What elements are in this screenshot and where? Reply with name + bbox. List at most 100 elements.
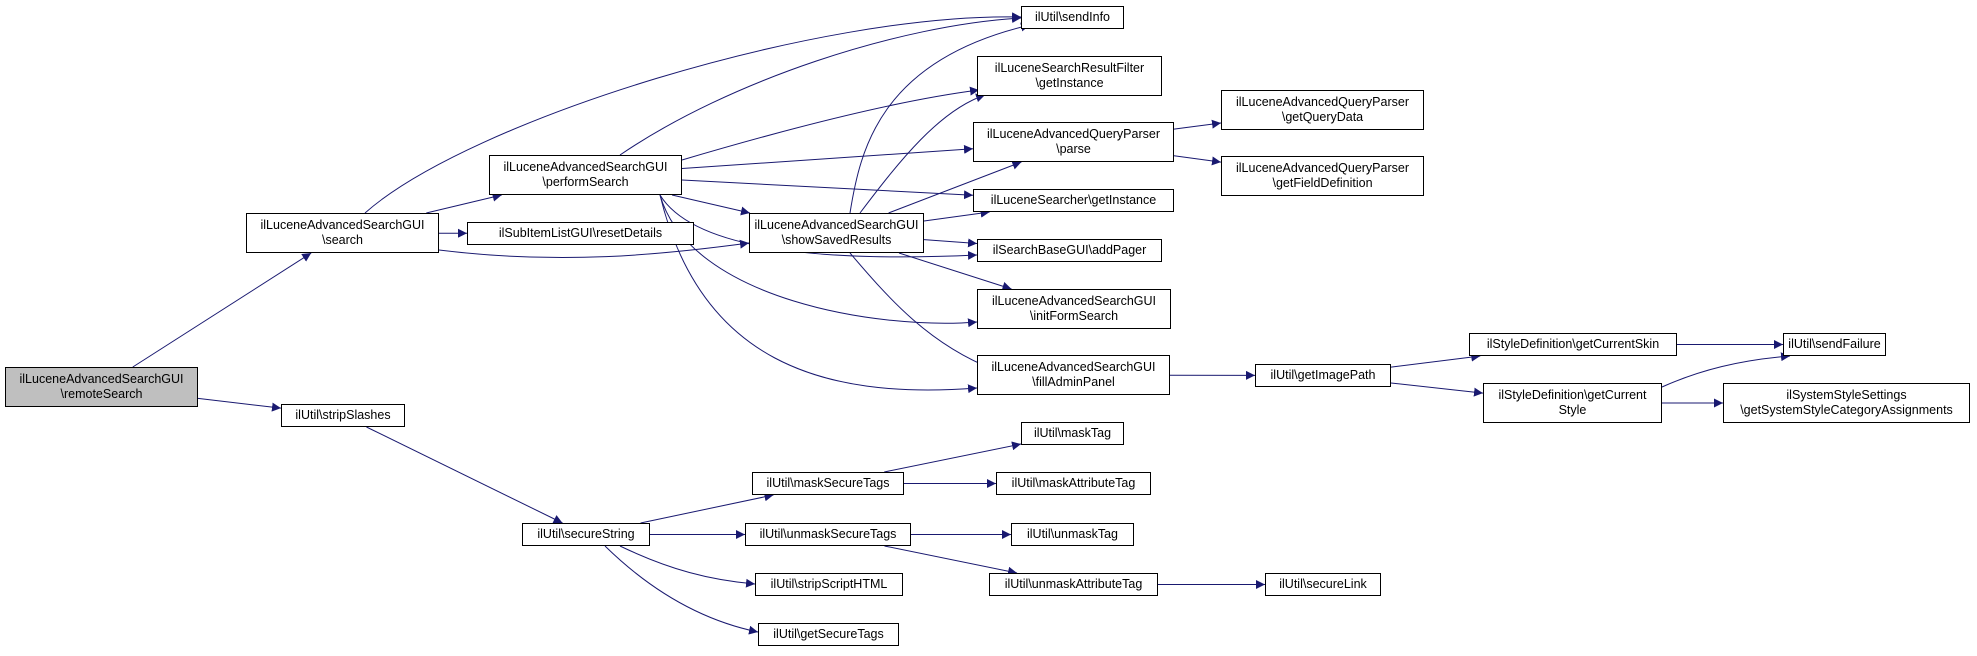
edge-getCurrentStyle-to-sendFailure <box>1661 352 1791 388</box>
node-label-line: ilLuceneAdvancedSearchGUI <box>19 372 184 386</box>
node-unmaskAttributeTag[interactable]: ilUtil\unmaskAttributeTag <box>989 573 1158 596</box>
node-search[interactable]: ilLuceneAdvancedSearchGUI\search <box>246 213 439 253</box>
node-label-line: \parse <box>1056 142 1091 156</box>
node-label-line: ilUtil\sendInfo <box>1034 10 1111 24</box>
node-label-line: ilLuceneAdvancedSearchGUI <box>754 218 919 232</box>
edge-remoteSearch-to-search <box>132 252 312 368</box>
edge-performSearch-to-sendInfo <box>619 14 1022 156</box>
node-addPager[interactable]: ilSearchBaseGUI\addPager <box>977 239 1162 262</box>
node-label-line: ilUtil\getImagePath <box>1270 368 1376 382</box>
edge-parse-to-getQueryData <box>1173 119 1222 130</box>
edge-unmaskSecureTags-to-unmaskAttributeTag <box>884 545 1018 576</box>
node-secureString[interactable]: ilUtil\secureString <box>522 523 650 546</box>
node-stripScriptHTML[interactable]: ilUtil\stripScriptHTML <box>755 573 903 596</box>
edge-showSavedResults-to-filterGetInstance <box>859 93 986 214</box>
node-label-line: ilUtil\secureString <box>537 527 635 541</box>
edge-maskSecureTags-to-maskTag <box>884 441 1022 473</box>
node-label-line: ilUtil\unmaskTag <box>1026 527 1118 541</box>
node-label-line: ilStyleDefinition\getCurrent <box>1498 388 1647 402</box>
node-initFormSearch[interactable]: ilLuceneAdvancedSearchGUI\initFormSearch <box>977 289 1171 329</box>
edge-performSearch-to-searcherGetInstance <box>681 179 974 200</box>
node-label-line: ilLuceneAdvancedQueryParser <box>1235 161 1410 175</box>
node-label-line: \fillAdminPanel <box>1032 375 1115 389</box>
edge-showSavedResults-to-searcherGetInstance <box>923 208 990 222</box>
node-label-line: ilUtil\getSecureTags <box>773 627 884 641</box>
edge-getImagePath-to-getCurrentSkin <box>1390 352 1481 368</box>
node-label-line: ilLuceneAdvancedSearchGUI <box>503 160 668 174</box>
node-label-line: ilLuceneAdvancedSearchGUI <box>260 218 425 232</box>
node-label-line: ilLuceneSearcher\getInstance <box>990 193 1157 207</box>
edge-search-to-sendInfo <box>364 12 1022 214</box>
node-maskTag[interactable]: ilUtil\maskTag <box>1021 422 1124 445</box>
node-label-line: ilLuceneAdvancedSearchGUI <box>991 360 1156 374</box>
node-getFieldDefinition[interactable]: ilLuceneAdvancedQueryParser\getFieldDefi… <box>1221 156 1424 196</box>
node-fillAdminPanel[interactable]: ilLuceneAdvancedSearchGUI\fillAdminPanel <box>977 355 1170 395</box>
node-filterGetInstance[interactable]: ilLuceneSearchResultFilter\getInstance <box>977 56 1162 96</box>
node-stripSlashes[interactable]: ilUtil\stripSlashes <box>281 404 405 427</box>
edge-search-to-showSavedResults <box>438 239 750 259</box>
node-showSavedResults[interactable]: ilLuceneAdvancedSearchGUI\showSavedResul… <box>749 213 924 253</box>
node-maskSecureTags[interactable]: ilUtil\maskSecureTags <box>752 472 904 495</box>
node-label-line: \performSearch <box>542 175 629 189</box>
node-sendFailure[interactable]: ilUtil\sendFailure <box>1783 333 1886 356</box>
edge-performSearch-to-showSavedResults <box>671 194 751 216</box>
edge-search-to-performSearch <box>426 192 502 214</box>
edge-showSavedResults-to-sendInfo <box>849 22 1031 214</box>
node-label-line: ilUtil\unmaskAttributeTag <box>1004 577 1143 591</box>
node-label-line: ilUtil\maskTag <box>1033 426 1112 440</box>
node-label-line: \getFieldDefinition <box>1272 176 1373 190</box>
node-unmaskTag[interactable]: ilUtil\unmaskTag <box>1011 523 1134 546</box>
node-searcherGetInstance[interactable]: ilLuceneSearcher\getInstance <box>973 189 1174 212</box>
edge-showSavedResults-to-initFormSearch <box>898 252 1012 291</box>
node-getImagePath[interactable]: ilUtil\getImagePath <box>1255 364 1391 387</box>
node-label-line: ilUtil\secureLink <box>1279 577 1367 591</box>
node-sendInfo[interactable]: ilUtil\sendInfo <box>1021 6 1124 29</box>
edge-secureString-to-getSecureTags <box>604 545 759 635</box>
node-label-line: \showSavedResults <box>781 233 892 247</box>
edge-stripSlashes-to-secureString <box>366 426 563 524</box>
node-label-line: ilStyleDefinition\getCurrentSkin <box>1486 337 1660 351</box>
node-label-line: ilSystemStyleSettings <box>1786 388 1907 402</box>
node-label-line: \remoteSearch <box>60 387 143 401</box>
node-parse[interactable]: ilLuceneAdvancedQueryParser\parse <box>973 122 1174 162</box>
edges-layer <box>132 12 1791 635</box>
node-secureLink[interactable]: ilUtil\secureLink <box>1265 573 1381 596</box>
node-label-line: Style <box>1558 403 1587 417</box>
node-performSearch[interactable]: ilLuceneAdvancedSearchGUI\performSearch <box>489 155 682 195</box>
node-label-line: \getSystemStyleCategoryAssignments <box>1740 403 1953 417</box>
node-label-line: \search <box>322 233 363 247</box>
node-getQueryData[interactable]: ilLuceneAdvancedQueryParser\getQueryData <box>1221 90 1424 130</box>
node-label-line: ilSearchBaseGUI\addPager <box>992 243 1147 257</box>
node-label-line: \initFormSearch <box>1029 309 1119 323</box>
node-maskAttributeTag[interactable]: ilUtil\maskAttributeTag <box>996 472 1151 495</box>
node-label-line: ilLuceneAdvancedQueryParser <box>1235 95 1410 109</box>
node-getSecureTags[interactable]: ilUtil\getSecureTags <box>758 623 899 646</box>
node-label-line: ilLuceneAdvancedQueryParser <box>986 127 1161 141</box>
node-categoryAssignments[interactable]: ilSystemStyleSettings\getSystemStyleCate… <box>1723 383 1970 423</box>
edge-remoteSearch-to-stripSlashes <box>197 397 282 412</box>
node-label-line: \getQueryData <box>1281 110 1364 124</box>
edge-showSavedResults-to-addPager <box>923 238 978 248</box>
node-getCurrentSkin[interactable]: ilStyleDefinition\getCurrentSkin <box>1469 333 1677 356</box>
node-label-line: ilSubItemListGUI\resetDetails <box>498 226 663 240</box>
node-unmaskSecureTags[interactable]: ilUtil\unmaskSecureTags <box>745 523 911 546</box>
edge-showSavedResults-to-parse <box>888 161 1022 214</box>
edge-performSearch-to-parse <box>681 144 974 169</box>
node-resetDetails[interactable]: ilSubItemListGUI\resetDetails <box>467 222 694 245</box>
node-label-line: ilUtil\maskSecureTags <box>766 476 890 490</box>
edge-getImagePath-to-getCurrentStyle <box>1390 382 1484 397</box>
node-label-line: ilUtil\sendFailure <box>1788 337 1881 351</box>
edge-parse-to-getFieldDefinition <box>1173 155 1222 166</box>
node-label-line: \getInstance <box>1035 76 1104 90</box>
edge-showSavedResults-to-fillAdminPanel <box>849 252 996 371</box>
edge-performSearch-to-fillAdminPanel <box>659 194 978 394</box>
edge-secureString-to-stripScriptHTML <box>619 545 756 588</box>
node-label-line: ilLuceneSearchResultFilter <box>994 61 1145 75</box>
node-remoteSearch[interactable]: ilLuceneAdvancedSearchGUI\remoteSearch <box>5 367 198 407</box>
edge-performSearch-to-filterGetInstance <box>681 86 980 161</box>
edge-secureString-to-maskSecureTags <box>640 492 774 524</box>
node-label-line: ilUtil\unmaskSecureTags <box>759 527 897 541</box>
node-label-line: ilUtil\stripScriptHTML <box>770 577 888 591</box>
